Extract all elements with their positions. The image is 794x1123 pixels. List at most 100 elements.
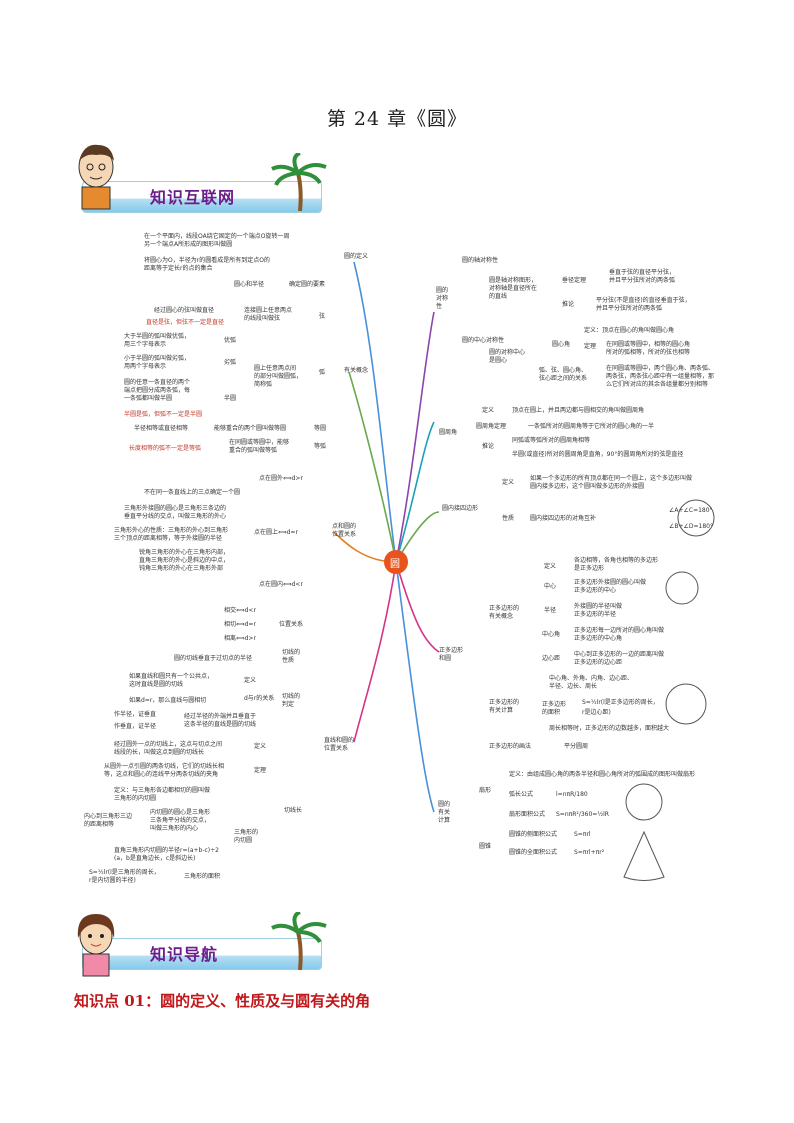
svg-text:性质: 性质 [502,514,514,522]
svg-text:圆的切线垂直于过切点的半径: 圆的切线垂直于过切点的半径 [174,654,252,662]
def-text-1: 在一个平面内，线段OA绕它固定的一个端点O旋转一周 [144,232,289,240]
svg-text:正多边形的: 正多边形的 [489,604,519,612]
palm-tree-icon [271,153,327,212]
polygon-area-figure-icon [665,683,707,725]
svg-text:弧长公式: 弧长公式 [509,790,533,798]
svg-text:S=πrl: S=πrl [574,831,591,838]
cone-figure-icon [623,830,665,881]
svg-text:正多边形的半径: 正多边形的半径 [574,610,616,618]
svg-text:定义：与三角形各边都相切的圆叫做: 定义：与三角形各边都相切的圆叫做 [114,786,210,794]
svg-text:是正多边形: 是正多边形 [574,564,604,572]
svg-text:距离等于定长r的点的集合: 距离等于定长r的点的集合 [144,264,212,272]
svg-text:简称弧: 简称弧 [254,380,272,388]
svg-text:S=πrl+πr²: S=πrl+πr² [574,849,605,856]
branch-inscribed-angle: 圆周角 [439,428,457,436]
svg-text:平分圆周: 平分圆周 [564,742,588,750]
svg-text:圆锥: 圆锥 [479,842,491,850]
svg-text:定义：顶点在圆心的角叫做圆心角: 定义：顶点在圆心的角叫做圆心角 [584,326,674,334]
svg-text:钝角三角形的外心在三角形外部: 钝角三角形的外心在三角形外部 [139,564,223,572]
svg-text:定理: 定理 [254,766,266,774]
svg-text:叫做三角形的内心: 叫做三角形的内心 [150,824,198,832]
svg-text:一条弧都叫做半圆: 一条弧都叫做半圆 [124,394,172,402]
svg-text:一条弧所对的圆周角等于它所对的圆心角的一半: 一条弧所对的圆周角等于它所对的圆心角的一半 [528,422,654,430]
svg-text:圆周角定理: 圆周角定理 [476,422,506,430]
svg-text:正多边形外接圆的圆心叫做: 正多边形外接圆的圆心叫做 [574,578,646,586]
svg-text:中心到正多边形的一边的距离叫做: 中心到正多边形的一边的距离叫做 [574,650,664,658]
svg-text:弧: 弧 [319,368,325,376]
hexagon-figure-icon [665,571,699,605]
svg-text:顶点在圆上，并且两边都与圆相交的角叫做圆周角: 顶点在圆上，并且两边都与圆相交的角叫做圆周角 [512,406,644,414]
svg-text:直角三角形内切圆的半径r=(a+b-c)÷2: 直角三角形内切圆的半径r=(a+b-c)÷2 [114,846,219,854]
svg-text:有关计算: 有关计算 [489,706,513,714]
svg-text:连接圆上任意两点: 连接圆上任意两点 [244,306,292,314]
svg-text:直角三角形的外心是斜边的中点，: 直角三角形的外心是斜边的中点， [139,556,229,564]
branch-cyclic-quad: 圆内接四边形 [442,504,478,512]
svg-text:位置关系: 位置关系 [332,530,356,538]
svg-text:长度相等的弧不一定是等弧: 长度相等的弧不一定是等弧 [129,444,201,452]
svg-text:圆上任意两点间: 圆上任意两点间 [254,364,296,372]
svg-text:切线的: 切线的 [282,692,300,700]
branch-definition: 圆的定义 [344,252,368,260]
svg-text:周长相等时，正多边形的边数越多，面积越大: 周长相等时，正多边形的边数越多，面积越大 [549,724,669,732]
svg-text:中心角、外角、内角、边心距、: 中心角、外角、内角、边心距、 [549,674,633,682]
svg-text:位置关系: 位置关系 [279,620,303,628]
svg-text:不在同一条直线上的三点确定一个圆: 不在同一条直线上的三点确定一个圆 [144,488,240,496]
svg-text:相离⟺d>r: 相离⟺d>r [224,634,256,642]
svg-text:圆心角: 圆心角 [552,340,570,348]
svg-text:将圆心为O，半径为r的圆看成是所有到定点O的: 将圆心为O，半径为r的圆看成是所有到定点O的 [144,256,270,264]
svg-text:在同圆或等圆中，能够: 在同圆或等圆中，能够 [229,438,289,446]
svg-text:大于半圆的弧叫做优弧，: 大于半圆的弧叫做优弧， [124,332,190,340]
svg-text:作半径，证垂直: 作半径，证垂直 [114,710,156,718]
svg-text:经过半径的外端并且垂直于: 经过半径的外端并且垂直于 [184,712,256,720]
svg-text:的距离相等: 的距离相等 [84,820,114,828]
svg-text:推论: 推论 [482,442,494,450]
svg-text:圆内接四边形的对角互补: 圆内接四边形的对角互补 [530,514,596,522]
branch-symmetry: 圆的 [436,286,448,294]
svg-text:正多边形: 正多边形 [542,700,566,708]
svg-text:各边相等，各角也相等的多边形: 各边相等，各角也相等的多边形 [574,556,658,564]
svg-text:等圆: 等圆 [314,424,326,432]
branch-point-circle: 点和圆的 [332,522,356,530]
svg-text:三个顶点的距离相等，等于外接圆的半径: 三个顶点的距离相等，等于外接圆的半径 [114,534,222,542]
svg-text:圆内接多边形，这个圆叫做多边形的外接圆: 圆内接多边形，这个圆叫做多边形的外接圆 [530,482,644,490]
svg-text:同弧或等弧所对的圆周角相等: 同弧或等弧所对的圆周角相等 [512,436,590,444]
svg-text:的面积: 的面积 [542,708,560,716]
banner-knowledge-navigation: 知识导航 [72,912,327,977]
svg-text:圆的中心对称性: 圆的中心对称性 [462,336,504,344]
girl-mascot-icon [77,914,115,977]
svg-text:另一个端点A所形成的图形叫做圆: 另一个端点A所形成的图形叫做圆 [144,240,232,248]
svg-text:性质: 性质 [282,656,294,664]
svg-text:么它们所对应的其余各组量都分别相等: 么它们所对应的其余各组量都分别相等 [606,380,708,388]
svg-text:的部分叫做圆弧，: 的部分叫做圆弧， [254,372,302,380]
svg-text:两条弦，两条弦心距中有一组量相等，那: 两条弦，两条弦心距中有一组量相等，那 [606,372,714,380]
svg-text:正多边形的边心距: 正多边形的边心距 [574,658,622,666]
svg-text:定义: 定义 [482,406,494,414]
banner-label: 知识互联网 [150,188,236,207]
svg-text:(a，b是直角边长，c是斜边长): (a，b是直角边长，c是斜边长) [114,854,195,862]
svg-text:性: 性 [436,302,442,310]
svg-text:正多边形的画法: 正多边形的画法 [489,742,531,750]
svg-text:确定圆的要素: 确定圆的要素 [289,280,325,288]
svg-text:正多边形的中心: 正多边形的中心 [574,586,616,594]
page-title: 第 24 章《圆》 [326,108,468,130]
svg-text:所对的弧相等，所对的弦也相等: 所对的弧相等，所对的弦也相等 [606,348,690,356]
svg-text:定义: 定义 [502,478,514,486]
svg-text:推论: 推论 [562,300,574,308]
svg-text:圆的任意一条直径的两个: 圆的任意一条直径的两个 [124,378,190,386]
svg-text:在同圆或等圆中，两个圆心角、两条弧、: 在同圆或等圆中，两个圆心角、两条弧、 [606,364,714,372]
svg-text:外接圆的半径叫做: 外接圆的半径叫做 [574,602,622,610]
svg-text:三角形外接圆的圆心是三角形三条边的: 三角形外接圆的圆心是三角形三条边的 [124,504,226,512]
svg-text:内心到三角形三边: 内心到三角形三边 [84,812,132,820]
svg-text:∠A+∠C=180°: ∠A+∠C=180° [669,507,713,514]
svg-text:直径是弦，但弦不一定是直径: 直径是弦，但弦不一定是直径 [146,318,224,326]
svg-text:垂直于弦的直径平分弦，: 垂直于弦的直径平分弦， [609,268,675,276]
svg-text:相切⟺d=r: 相切⟺d=r [224,620,256,628]
svg-text:锐角三角形的外心在三角形内部，: 锐角三角形的外心在三角形内部， [139,548,229,556]
svg-text:r是内切圆的半径): r是内切圆的半径) [89,876,136,884]
svg-text:半圆是弧，但弧不一定是半圆: 半圆是弧，但弧不一定是半圆 [124,410,202,418]
svg-text:三角形的面积: 三角形的面积 [184,872,220,880]
svg-text:用三个字母表示: 用三个字母表示 [124,340,166,348]
svg-text:的线段叫做弦: 的线段叫做弦 [244,314,280,322]
svg-text:垂径定理: 垂径定理 [562,276,586,284]
svg-text:S=½lr(l是正多边形的周长，: S=½lr(l是正多边形的周长， [582,698,659,706]
